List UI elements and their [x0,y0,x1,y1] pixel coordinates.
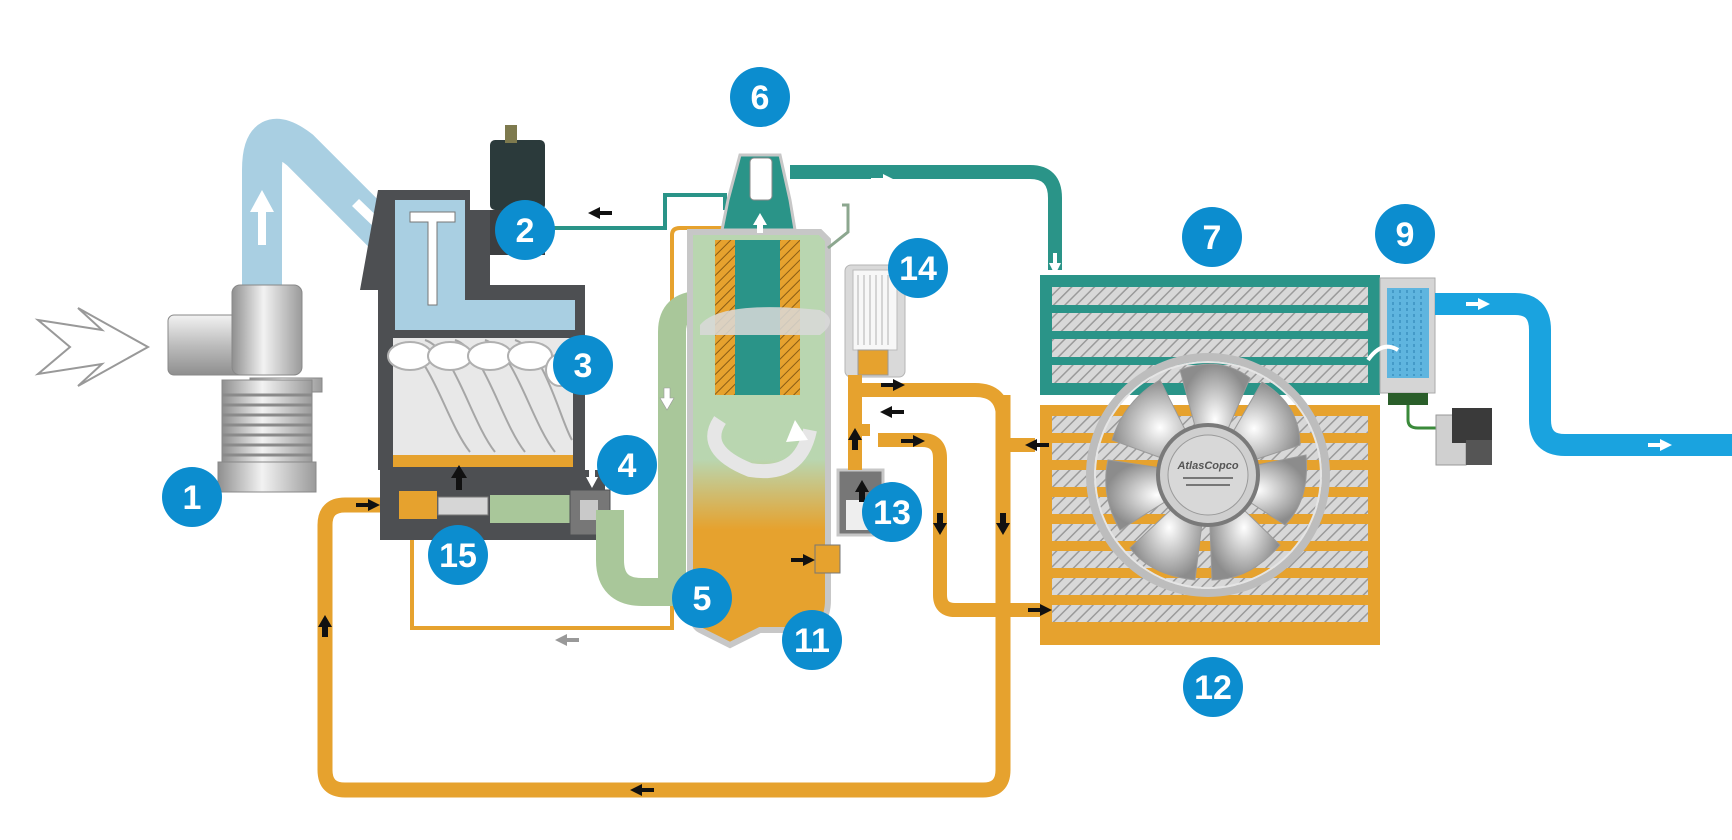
thermostatic-valve-body [397,489,439,521]
inlet-chamber-lower [395,300,575,330]
oil-filter-element [852,269,898,351]
mpv-up-arrow-icon [753,213,767,233]
oil-cooler-out-arrow-icon [1028,604,1052,616]
swirl-bottom [707,416,817,479]
mpv-spring [749,157,773,201]
return-left-arrow-icon [630,784,654,796]
control-line-teal [545,193,727,230]
mpv-hook [827,203,850,250]
callout-1: 1 [162,467,222,527]
swirl-top [700,307,830,335]
compressor-element [360,190,611,540]
callout-13: 13 [862,482,922,542]
drain-valve [1435,408,1492,466]
svg-text:3: 3 [574,347,593,385]
compressed-air-down-arrow-icon [1049,253,1061,275]
fan-ring [1086,353,1330,597]
oil-return-loop [317,395,1011,798]
air-cooler [1040,275,1380,395]
return-right-arrow-icon [356,499,380,511]
solenoid-cap [505,125,517,143]
mpv-outlet-pipe [790,165,1062,270]
callout-2: 2 [495,200,555,260]
swirl-arrow-icon [786,420,808,442]
oil-filter-pleats [857,275,889,345]
svg-text:2: 2 [516,212,535,250]
oil-cooler-feed-right-arrow-icon [901,435,925,447]
outlet-right-arrow-icon-a [1466,298,1490,310]
minimum-pressure-valve [720,153,1062,275]
svg-text:1: 1 [183,479,202,517]
cooling-fan: AtlasCopco [1086,353,1330,597]
callout-15: 15 [428,525,488,585]
svg-text:15: 15 [439,537,477,575]
svg-text:13: 13 [873,494,911,532]
oil-filter-up-arrow-icon [848,428,862,450]
mix-pipe-up-arrow-icon [637,360,651,382]
callout-7: 7 [1182,207,1242,267]
oil-valve-up-arrow-icon [855,480,869,502]
callout-6: 6 [730,67,790,127]
callout-9: 9 [1375,204,1435,264]
intake-section [34,118,410,493]
callout-labels: 1 2 3 4 5 6 7 9 11 12 13 14 15 [162,67,1435,717]
separator-vessel [687,229,841,649]
svg-text:12: 12 [1194,669,1232,707]
svg-text:9: 9 [1396,216,1415,254]
water-separator-element [1387,288,1429,378]
return-up-arrow-icon [318,615,332,637]
svg-text:6: 6 [751,79,770,117]
callout-12: 12 [1183,657,1243,717]
callout-14: 14 [888,238,948,298]
oil-cooler-down-arrow-icon-b [996,513,1010,535]
oil-cooler-in-arrow-icon [1025,439,1049,451]
oil-drain-fitting [814,544,841,574]
oil-filter-assembly [836,264,925,537]
svg-text:14: 14 [899,250,937,288]
oil-cooler-down-arrow-icon-a [933,513,947,535]
oil-up-arrow-icon [451,465,467,490]
oil-drip-arrow-icon [586,468,598,488]
control-line-left-arrow-icon [588,207,612,219]
thin-line-left-arrow-icon [555,634,579,646]
callout-5: 5 [672,568,732,628]
callout-3: 3 [553,335,613,395]
oil-sump-strip [393,455,573,467]
water-separator [1366,277,1732,466]
svg-text:7: 7 [1203,219,1222,257]
oil-filter-left-arrow-icon [880,406,904,418]
callout-4: 4 [597,435,657,495]
screw-rotors [387,339,575,453]
air-filter-top [231,284,303,376]
check-valve-spring [580,500,598,520]
thermostatic-valve-stem [437,496,489,516]
intake-up-arrow-icon [250,190,274,245]
oil-filter-neck [857,349,889,376]
inlet-valve-stem [409,211,456,306]
intake-air-pipe [242,118,410,305]
water-separator-mesh [1392,290,1422,376]
oil-filter-right-arrow-icon [881,379,905,391]
compressed-air-right-arrow-icon [871,174,895,186]
logo-text: AtlasCopco [1176,460,1238,472]
outlet-right-arrow-icon-b [1648,439,1672,451]
oil-stop-valve-body [490,495,570,523]
outlet-pipe [1435,293,1732,456]
drain-trap [1388,393,1428,405]
svg-text:5: 5 [693,580,712,618]
svg-text:11: 11 [794,622,830,660]
callout-11: 11 [782,610,842,670]
drain-line [1406,405,1436,430]
oil-drain-right-arrow-icon [791,554,815,566]
air-filter-fins [217,379,317,493]
oil-line-to-cooler-top [860,383,1035,452]
intake-arrow-icon [34,307,151,387]
mix-pipe-down-arrow-icon [659,387,675,411]
svg-text:4: 4 [618,447,637,485]
water-separator-inlet-arrow-icon [1366,344,1400,362]
solenoid-body [490,140,545,210]
